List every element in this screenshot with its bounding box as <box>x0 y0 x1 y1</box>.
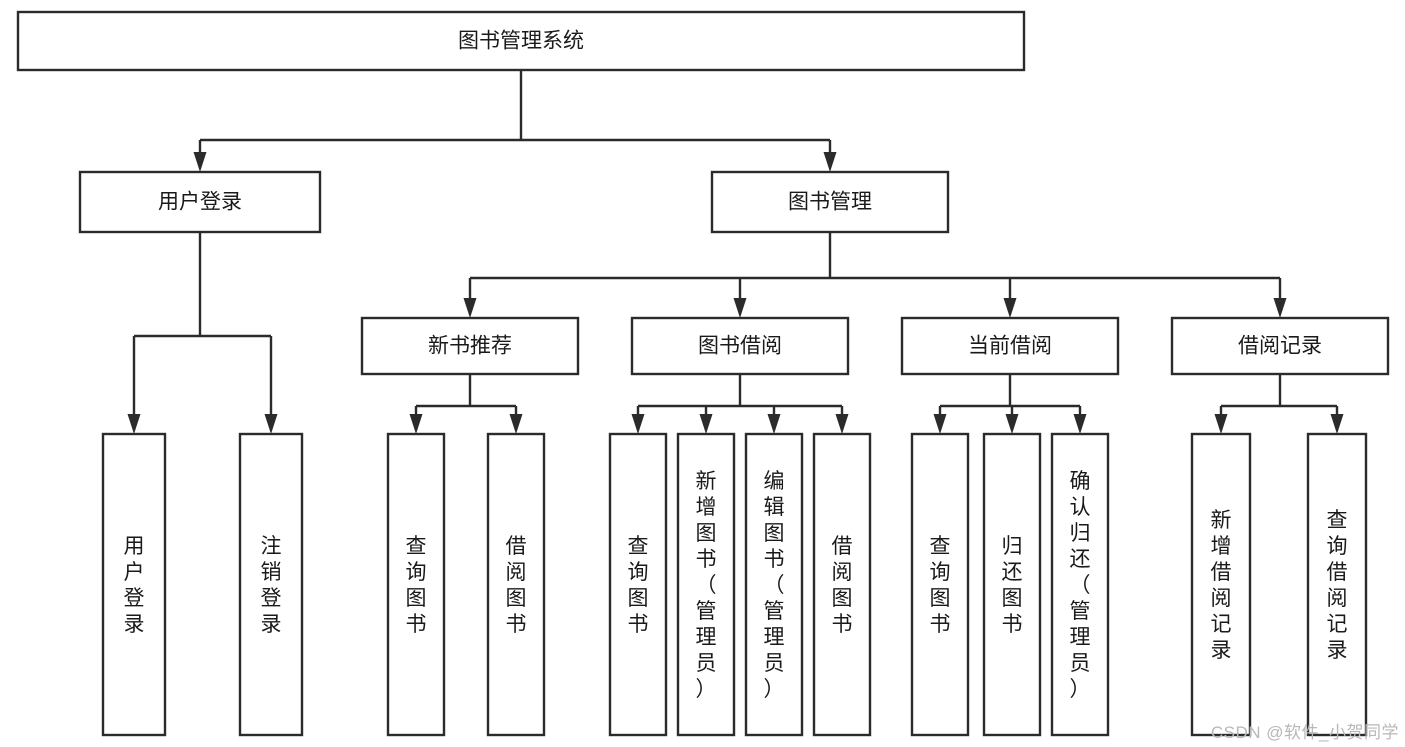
node-图书借阅-l2-box[interactable] <box>630 316 850 376</box>
node-借阅图书-leaf[interactable]: 借阅图书 <box>486 432 546 737</box>
node-用户登录-l1-box[interactable] <box>78 170 322 234</box>
node-用户登录-l1-label: 用户登录 <box>158 191 242 214</box>
node-归还图书-leaf[interactable]: 归还图书 <box>982 432 1042 737</box>
node-查询借阅记录-leaf-label: 查询借阅记录 <box>1327 509 1348 662</box>
node-查询图书-leaf-label: 查询图书 <box>406 535 427 636</box>
node-编辑图书管理员-leaf[interactable]: 编辑图书（管理员） <box>744 432 804 737</box>
node-查询图书-leaf[interactable]: 查询图书 <box>386 432 446 737</box>
node-确认归还管理员-leaf[interactable]: 确认归还（管理员） <box>1050 432 1110 737</box>
node-用户登录-leaf[interactable]: 用户登录 <box>101 432 167 737</box>
node-借阅图书-leaf-box[interactable] <box>486 432 546 737</box>
node-查询借阅记录-leaf[interactable]: 查询借阅记录 <box>1306 432 1368 737</box>
node-归还图书-leaf-box[interactable] <box>982 432 1042 737</box>
node-图书管理系统-root-box[interactable] <box>16 10 1026 72</box>
node-借阅图书-leaf-label: 借阅图书 <box>832 535 853 636</box>
node-当前借阅-l2-label: 当前借阅 <box>968 335 1052 358</box>
node-归还图书-leaf-label: 归还图书 <box>1002 535 1023 636</box>
node-查询借阅记录-leaf-box[interactable] <box>1306 432 1368 737</box>
node-用户登录-leaf-label: 用户登录 <box>124 535 145 636</box>
node-查询图书-leaf-box[interactable] <box>608 432 668 737</box>
node-用户登录-l1[interactable]: 用户登录 <box>78 170 322 234</box>
node-借阅记录-l2-label: 借阅记录 <box>1238 335 1322 358</box>
node-图书管理-l1-label: 图书管理 <box>788 191 872 214</box>
node-图书管理系统-root-label: 图书管理系统 <box>458 30 584 53</box>
node-查询图书-leaf-box[interactable] <box>386 432 446 737</box>
node-注销登录-leaf-box[interactable] <box>238 432 304 737</box>
node-新书推荐-l2-box[interactable] <box>360 316 580 376</box>
node-查询图书-leaf[interactable]: 查询图书 <box>910 432 970 737</box>
node-确认归还管理员-leaf-label: 确认归还（管理员） <box>1070 470 1091 701</box>
node-新增借阅记录-leaf-box[interactable] <box>1190 432 1252 737</box>
node-确认归还管理员-leaf-box[interactable] <box>1050 432 1110 737</box>
node-图书借阅-l2[interactable]: 图书借阅 <box>630 316 850 376</box>
node-借阅图书-leaf-box[interactable] <box>812 432 872 737</box>
node-查询图书-leaf-label: 查询图书 <box>628 535 649 636</box>
node-借阅记录-l2[interactable]: 借阅记录 <box>1170 316 1390 376</box>
node-新书推荐-l2-label: 新书推荐 <box>428 335 512 358</box>
node-注销登录-leaf[interactable]: 注销登录 <box>238 432 304 737</box>
node-查询图书-leaf[interactable]: 查询图书 <box>608 432 668 737</box>
watermark-text: CSDN @软件_小贺同学 <box>1210 723 1399 742</box>
node-新书推荐-l2[interactable]: 新书推荐 <box>360 316 580 376</box>
node-编辑图书管理员-leaf-box[interactable] <box>744 432 804 737</box>
node-新增图书管理员-leaf[interactable]: 新增图书（管理员） <box>676 432 736 737</box>
node-用户登录-leaf-box[interactable] <box>101 432 167 737</box>
node-图书管理系统-root[interactable]: 图书管理系统 <box>16 10 1026 72</box>
node-当前借阅-l2[interactable]: 当前借阅 <box>900 316 1120 376</box>
node-查询图书-leaf-label: 查询图书 <box>930 535 951 636</box>
node-借阅图书-leaf-label: 借阅图书 <box>506 535 527 636</box>
node-借阅图书-leaf[interactable]: 借阅图书 <box>812 432 872 737</box>
node-图书管理-l1-box[interactable] <box>710 170 950 234</box>
node-当前借阅-l2-box[interactable] <box>900 316 1120 376</box>
node-新增图书管理员-leaf-label: 新增图书（管理员） <box>696 470 717 701</box>
node-图书管理-l1[interactable]: 图书管理 <box>710 170 950 234</box>
node-图书借阅-l2-label: 图书借阅 <box>698 335 782 358</box>
node-新增图书管理员-leaf-box[interactable] <box>676 432 736 737</box>
node-编辑图书管理员-leaf-label: 编辑图书（管理员） <box>764 470 785 701</box>
node-借阅记录-l2-box[interactable] <box>1170 316 1390 376</box>
node-注销登录-leaf-label: 注销登录 <box>261 535 282 636</box>
node-新增借阅记录-leaf[interactable]: 新增借阅记录 <box>1190 432 1252 737</box>
node-新增借阅记录-leaf-label: 新增借阅记录 <box>1211 509 1232 662</box>
node-查询图书-leaf-box[interactable] <box>910 432 970 737</box>
